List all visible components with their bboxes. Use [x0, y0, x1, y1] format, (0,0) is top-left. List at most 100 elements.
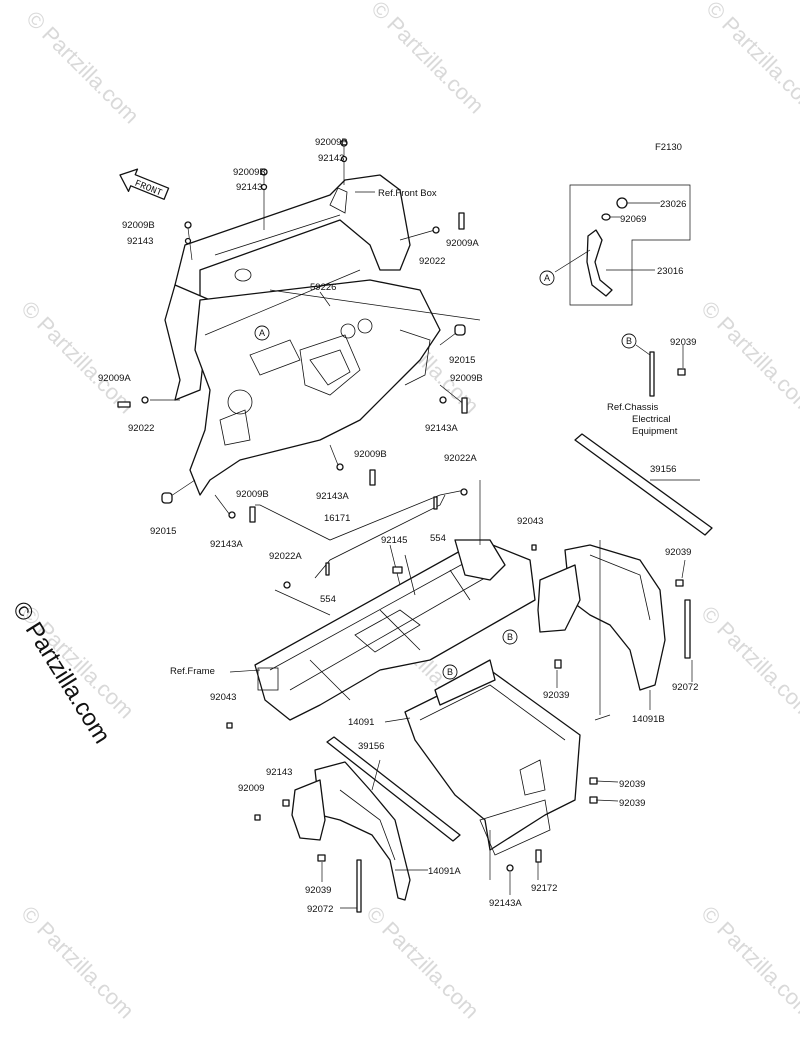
callout-b-label: B — [626, 336, 632, 346]
fender-14091a: 39156 92143 92009 14091A 92039 92072 — [238, 736, 461, 915]
part-label: 23026 — [660, 199, 686, 210]
part-label: 92022A — [444, 453, 477, 464]
screw-icon — [260, 168, 268, 176]
detail-b-chassis: B 92039 Ref.Chassis Electrical Equipment — [607, 333, 696, 437]
part-label: 92015 — [150, 526, 176, 537]
part-label: 92009B — [236, 489, 269, 500]
part-label: 92072 — [307, 904, 333, 915]
part-label: 14091A — [428, 866, 461, 877]
part-label: 92009B — [233, 167, 266, 178]
part-label: 59226 — [310, 282, 336, 293]
callout-b-label: B — [447, 667, 453, 677]
part-label: 92015 — [449, 355, 475, 366]
part-label: 92143A — [425, 423, 458, 434]
washer-icon — [439, 396, 447, 404]
part-label: 92143 — [318, 153, 344, 164]
part-label: 92039 — [665, 547, 691, 558]
screw-icon — [461, 397, 468, 414]
washer-icon — [260, 183, 268, 191]
ref-label: Ref.Front Box — [378, 188, 437, 199]
fasteners-top — [117, 139, 468, 523]
part-label: 23016 — [657, 266, 683, 277]
watermark-text: © Partzilla.com — [361, 901, 484, 1024]
grommet-icon — [454, 324, 466, 336]
watermark-text: © Partzilla.com — [21, 6, 144, 129]
part-label: 92039 — [305, 885, 331, 896]
callout-a-label: A — [544, 273, 550, 283]
part-label: 92022 — [419, 256, 445, 267]
watermark-text: © Partzilla.com — [16, 296, 139, 419]
trim-strip-39156-upper: 39156 — [574, 433, 713, 536]
screw-icon — [458, 212, 465, 230]
part-label: 92069 — [620, 214, 646, 225]
washer-icon — [432, 226, 440, 234]
part-label: 39156 — [358, 741, 384, 752]
part-label: 92039 — [670, 337, 696, 348]
watermark-text: © Partzilla.com — [696, 296, 800, 419]
fender-14091b: 92039 92072 14091B — [537, 540, 698, 725]
under-cover-14091: B B 92039 14091 92039 92039 92172 92143A — [348, 629, 645, 909]
washer-icon — [184, 237, 192, 245]
dash-cover-59226 — [164, 174, 441, 496]
screw-icon — [117, 401, 131, 408]
washer-icon — [336, 463, 344, 471]
part-label: 554 — [430, 533, 446, 544]
part-label: 92172 — [531, 883, 557, 894]
washer-icon — [141, 396, 149, 404]
part-label: 92143A — [489, 898, 522, 909]
part-label: 92143 — [266, 767, 292, 778]
part-label: 92009A — [98, 373, 131, 384]
labels-top: 92009B 92143 Ref.Front Box 92009B 92143 … — [98, 137, 483, 550]
part-label: 14091B — [632, 714, 665, 725]
part-label: 92143 — [127, 236, 153, 247]
grommet-icon — [161, 492, 173, 504]
part-label: 92043 — [210, 692, 236, 703]
part-label: 92009 — [238, 783, 264, 794]
callout-a-label: A — [259, 328, 265, 338]
callout-b-label: B — [507, 632, 513, 642]
watermark-text: © Partzilla.com — [696, 601, 800, 724]
watermark-text: © Partzilla.com — [366, 0, 489, 118]
part-label: 92009B — [122, 220, 155, 231]
part-label: 92009B — [450, 373, 483, 384]
part-label: 92039 — [543, 690, 569, 701]
part-label: 92009B — [354, 449, 387, 460]
part-label: 554 — [320, 594, 336, 605]
watermark-text: © Partzilla.com — [696, 901, 800, 1024]
leaders-top — [150, 145, 481, 516]
watermark-text: © Partzilla.com — [16, 901, 139, 1024]
part-label: 92143A — [210, 539, 243, 550]
screw-icon — [340, 139, 348, 147]
detail-box-a: A 23026 92069 23016 — [539, 184, 691, 306]
screw-icon — [184, 221, 192, 229]
part-label: 92009A — [446, 238, 479, 249]
callout-a: A — [254, 325, 270, 341]
front-arrow: FRONT — [119, 168, 170, 200]
screw-icon — [369, 469, 376, 486]
washer-icon — [228, 511, 236, 519]
part-label: 92022 — [128, 423, 154, 434]
ref-label: Electrical — [632, 414, 671, 425]
labels-mid: 92022A 16171 92043 92145 554 92022A 554 … — [170, 453, 543, 703]
ref-label: Equipment — [632, 426, 678, 437]
part-label: 92145 — [381, 535, 407, 546]
watermark-text: © Partzilla.com — [701, 0, 800, 118]
part-label: 92043 — [517, 516, 543, 527]
ref-label: Ref.Chassis — [607, 402, 658, 413]
washer-icon — [340, 155, 348, 163]
part-label: 92009B — [315, 137, 348, 148]
figure-id: F2130 — [655, 142, 682, 153]
part-label: 16171 — [324, 513, 350, 524]
part-label: 92143A — [316, 491, 349, 502]
frame-assembly — [229, 480, 536, 721]
part-label: 14091 — [348, 717, 374, 728]
cable-16171 — [226, 488, 537, 729]
part-label: 92039 — [619, 779, 645, 790]
part-label: 92022A — [269, 551, 302, 562]
part-label: 92039 — [619, 798, 645, 809]
ref-label: Ref.Frame — [170, 666, 215, 677]
part-label: 92143 — [236, 182, 262, 193]
screw-icon — [249, 506, 256, 523]
part-label: 39156 — [650, 464, 676, 475]
